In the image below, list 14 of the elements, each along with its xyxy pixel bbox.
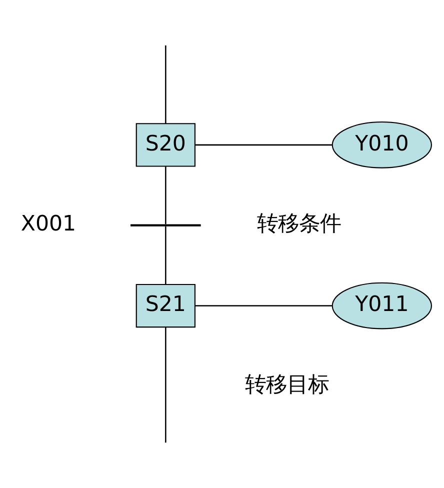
node-ellipse: Y010	[332, 122, 432, 168]
node-label: X001	[20, 212, 76, 237]
connector	[195, 305, 332, 306]
node-bar	[130, 224, 201, 226]
connector	[165, 166, 166, 224]
connector	[165, 226, 166, 284]
label: 转移目标	[245, 372, 330, 398]
node-box: S20	[136, 123, 196, 167]
connector	[195, 144, 332, 146]
connector	[165, 327, 166, 443]
node-ellipse: Y011	[332, 282, 432, 330]
connector	[165, 45, 166, 124]
label: 转移条件	[256, 212, 341, 237]
node-box: S21	[136, 284, 196, 328]
